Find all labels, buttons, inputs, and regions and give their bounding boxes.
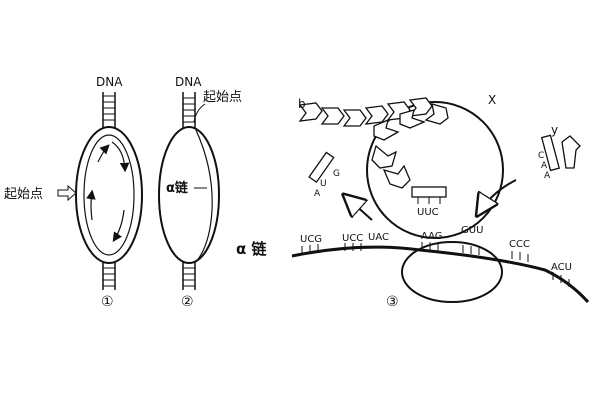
trna-base-label: U xyxy=(320,179,327,189)
panel-2-transcription: DNA 起始点 α链 ② xyxy=(158,75,242,310)
amino-acid-bead xyxy=(342,109,367,127)
label-b: b xyxy=(298,97,306,111)
trna-entry-arrow xyxy=(478,179,517,214)
amino-acid-bead xyxy=(298,102,323,122)
amino-acid-bead xyxy=(373,118,400,141)
amino-acid-on-trna xyxy=(561,135,581,169)
panel2-number: ② xyxy=(181,294,194,310)
panel2-alpha-chain-strand xyxy=(195,129,213,263)
panel1-origin-label: 起始点 xyxy=(4,187,43,202)
trna-base-label: C xyxy=(538,151,544,161)
amino-acid-bead xyxy=(382,164,411,189)
label-y: y xyxy=(551,123,558,137)
amino-acid-bead xyxy=(320,107,345,125)
codon-label: ACU xyxy=(551,262,572,273)
panel3-number: ③ xyxy=(386,294,399,310)
panel3-alpha-chain-label: α 链 xyxy=(236,240,268,258)
codon-label: UCG xyxy=(300,234,322,245)
trna-anticodon-label: UUC xyxy=(417,207,439,218)
codon-label: UAC xyxy=(368,232,389,243)
ribosome-large-subunit xyxy=(366,101,504,239)
trna-incoming-y: C A A xyxy=(538,134,581,181)
codon-label: UCC xyxy=(342,233,363,244)
polypeptide-chain xyxy=(298,97,449,189)
trna-base-label: G xyxy=(333,169,340,179)
panel2-alpha-chain-label: α链 xyxy=(166,180,189,196)
trna-base-label: A xyxy=(541,161,548,171)
panel-3-translation: UCG UCC UAC AAG GUU CCC ACU xyxy=(236,93,590,310)
trna-exit-arrow xyxy=(345,196,373,221)
label-x: X xyxy=(488,93,496,107)
trna-base-label: A xyxy=(544,171,551,181)
panel2-top-ladder xyxy=(182,92,196,128)
panel1-top-ladder xyxy=(102,92,116,128)
codon-label: GUU xyxy=(461,225,483,236)
codon-label: AAG xyxy=(421,231,443,242)
amino-acid-bead xyxy=(424,103,449,125)
panel1-inner-strand xyxy=(83,134,135,256)
panel1-origin-arrow xyxy=(57,184,77,202)
amino-acid-bead xyxy=(399,109,426,129)
panel1-dna-label: DNA xyxy=(96,75,123,89)
panel2-origin-label: 起始点 xyxy=(203,90,242,105)
codon-label: CCC xyxy=(509,239,530,250)
amino-acid-bead xyxy=(408,97,433,117)
panel2-transcription-bubble xyxy=(158,126,220,264)
mrna-codon-labels: UCG UCC UAC AAG GUU CCC ACU xyxy=(300,225,572,273)
panel2-dna-label: DNA xyxy=(175,75,202,89)
trna-base-label: A xyxy=(314,189,321,199)
panel2-bottom-ladder xyxy=(182,262,196,290)
panel1-number: ① xyxy=(101,294,114,310)
trna-in-ribosome: UUC xyxy=(411,186,447,218)
amino-acid-bead xyxy=(371,144,398,169)
panel1-replication-bubble xyxy=(75,126,143,264)
panel-1-dna-replication: DNA 起始点 xyxy=(4,75,143,310)
trna-leaving: U G A xyxy=(308,151,340,199)
panel1-direction-arrows xyxy=(86,141,130,242)
panel1-bottom-ladder xyxy=(102,262,116,290)
mrna-codon-ticks xyxy=(301,242,570,287)
